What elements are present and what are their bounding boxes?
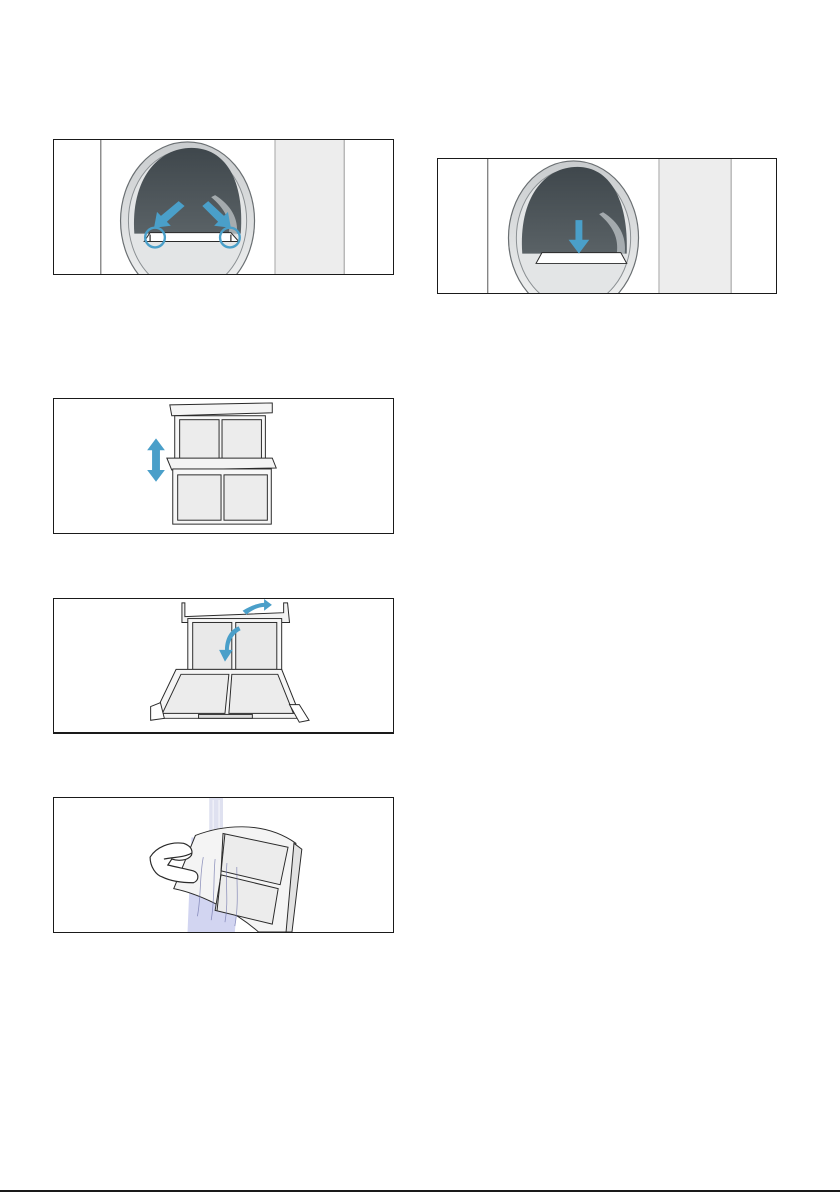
figure-insert-filter — [437, 158, 777, 294]
fluff-filter-separate-icon — [54, 399, 393, 533]
figure-filter-halves — [53, 398, 394, 534]
dryer-door-filter-insert-icon — [438, 159, 776, 293]
fluff-filter-open-icon — [54, 599, 393, 732]
dryer-door-filter-release-icon — [54, 140, 393, 274]
figure-filter-rinse — [53, 797, 394, 933]
fluff-filter-rinse-icon — [54, 798, 393, 932]
figure-filter-open — [53, 598, 394, 734]
figure-remove-filter — [53, 139, 394, 275]
